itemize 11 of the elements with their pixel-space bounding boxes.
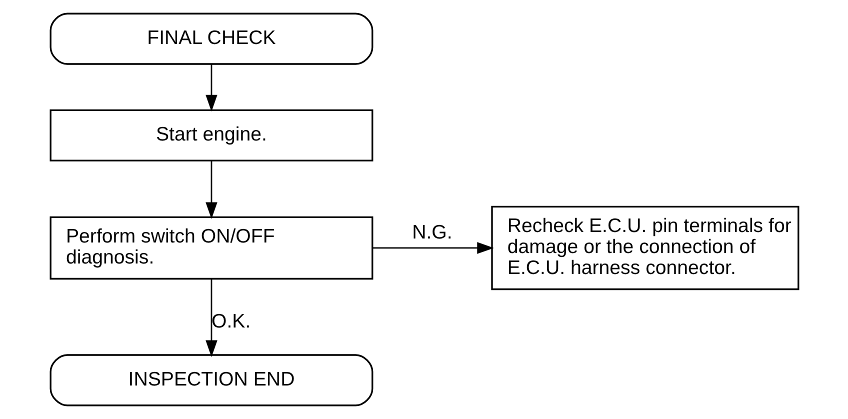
edge-label: O.K. xyxy=(210,310,250,332)
arrow xyxy=(372,242,494,254)
edge-label: N.G. xyxy=(412,221,452,244)
arrow xyxy=(205,279,217,358)
node-box: Recheck E.C.U. pin terminals for damage or the connection of E.C.U. harness connector. xyxy=(490,206,799,290)
node-box: INSPECTION END xyxy=(49,354,373,406)
node-box: FINAL CHECK xyxy=(49,12,373,65)
node-box: Perform switch ON/OFF diagnosis. xyxy=(49,216,373,280)
node-box: Start engine. xyxy=(49,109,373,162)
arrow xyxy=(205,64,217,112)
arrow xyxy=(205,160,217,220)
